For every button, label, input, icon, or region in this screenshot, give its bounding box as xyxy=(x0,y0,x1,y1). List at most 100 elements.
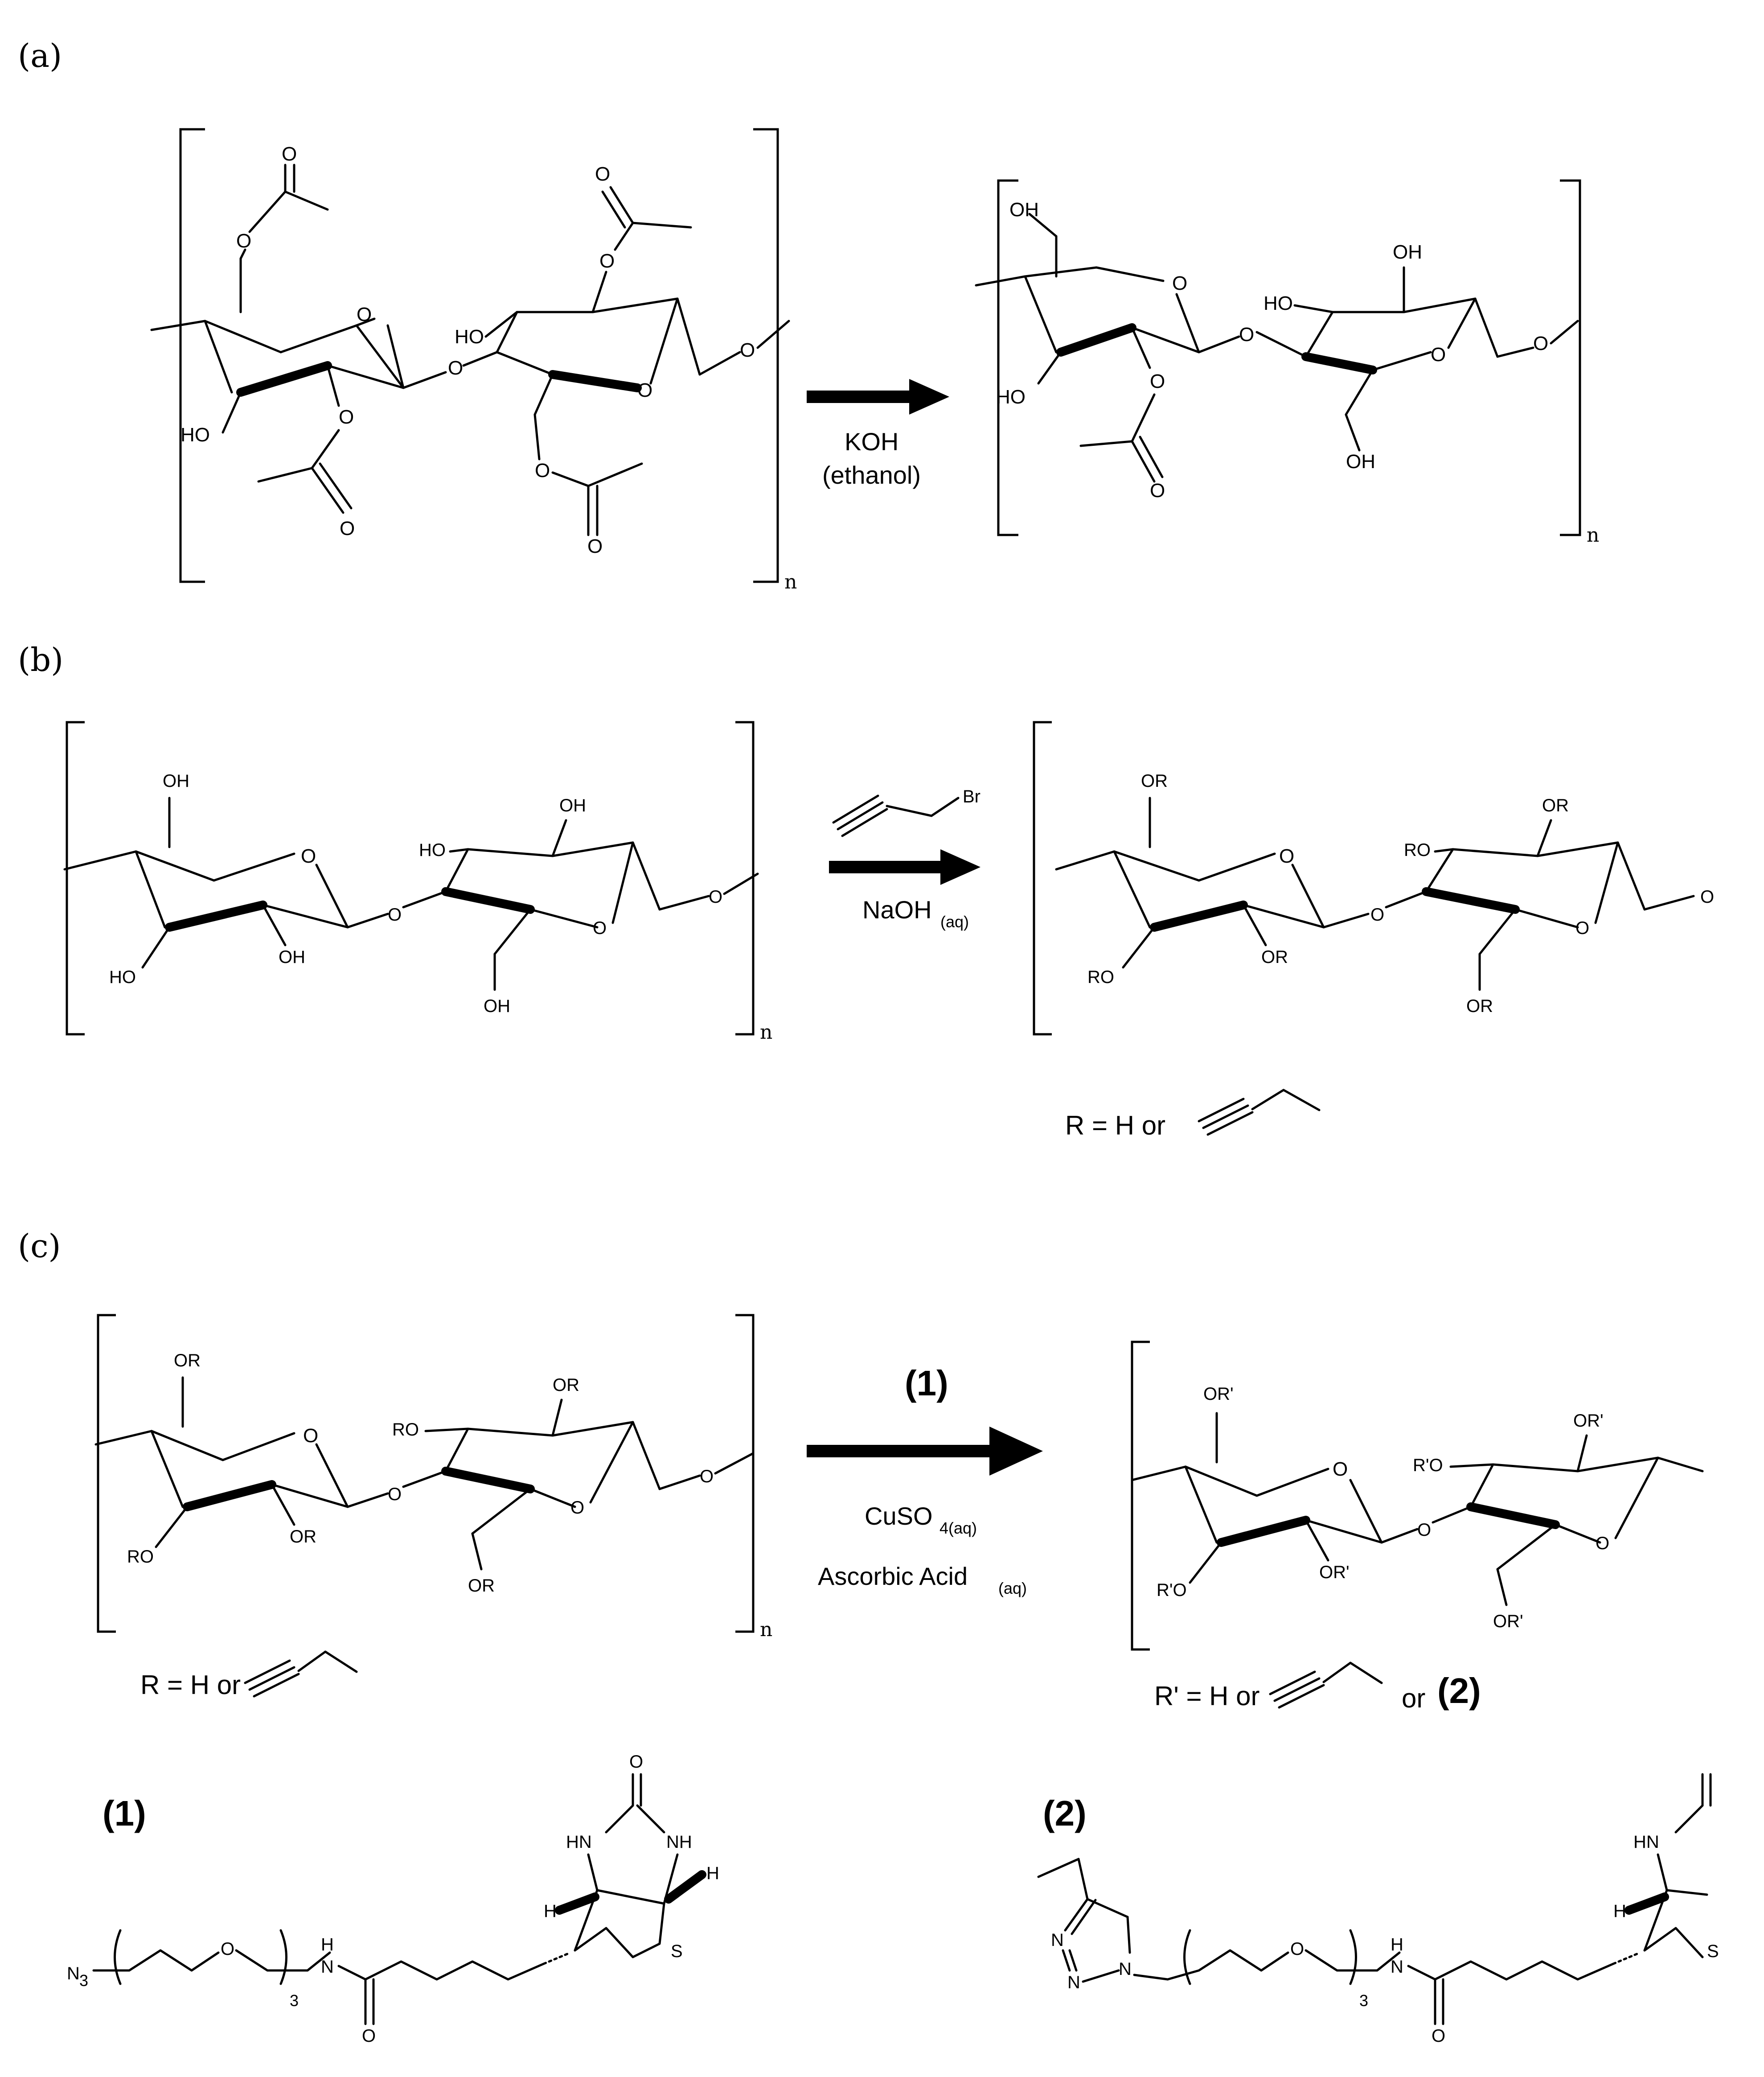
svg-text:R' = H or: R' = H or xyxy=(1154,1681,1260,1711)
r-definition-c: R = H or xyxy=(140,1650,358,1700)
svg-text:S: S xyxy=(1707,1941,1719,1961)
compound-2-label: (2) xyxy=(1043,1793,1087,1833)
svg-text:RO: RO xyxy=(127,1547,154,1567)
svg-text:HN: HN xyxy=(1633,1832,1659,1852)
svg-text:OH: OH xyxy=(1346,451,1375,473)
svg-text:OR: OR xyxy=(553,1375,579,1395)
svg-text:OR': OR' xyxy=(1573,1411,1604,1431)
compound-1-biotin-peg-azide: (1) N 3 3 O H N O S HN O NH H H xyxy=(67,1752,719,2046)
svg-text:O: O xyxy=(301,845,316,867)
svg-text:O: O xyxy=(700,1467,714,1486)
svg-text:O: O xyxy=(1150,370,1165,392)
reagent-naoh: NaOH xyxy=(862,896,932,924)
svg-text:O: O xyxy=(570,1498,584,1518)
svg-text:HO: HO xyxy=(419,840,446,860)
peg-paren-left xyxy=(114,1929,122,1985)
reagent-ascorbic-acid: Ascorbic Acid xyxy=(818,1562,968,1590)
svg-text:OR: OR xyxy=(1141,771,1168,791)
reaction-arrow-b: Br NaOH (aq) xyxy=(829,787,980,931)
svg-text:O: O xyxy=(595,163,610,185)
svg-text:O: O xyxy=(1290,1939,1304,1959)
svg-text:N: N xyxy=(67,1964,80,1983)
svg-text:O: O xyxy=(1596,1534,1609,1553)
svg-text:O: O xyxy=(593,918,607,938)
svg-text:O: O xyxy=(388,905,402,925)
panel-b-label: (b) xyxy=(18,641,63,679)
propargylated-cellulose-b: O OR RO OR O O RO OR OR xyxy=(1055,771,1714,1016)
svg-text:O: O xyxy=(221,1939,234,1959)
svg-text:OH: OH xyxy=(279,947,305,967)
svg-text:O: O xyxy=(236,230,251,252)
svg-text:4(aq): 4(aq) xyxy=(939,1519,977,1537)
svg-text:HO: HO xyxy=(455,326,484,348)
svg-text:OR': OR' xyxy=(1493,1612,1523,1631)
svg-text:R = H or: R = H or xyxy=(140,1670,241,1700)
reaction-arrow-c: (1) CuSO 4(aq) Ascorbic Acid (aq) xyxy=(807,1363,1043,1597)
svg-text:O: O xyxy=(340,518,355,539)
svg-text:H: H xyxy=(1613,1901,1626,1921)
svg-text:OH: OH xyxy=(163,771,189,791)
svg-text:OR: OR xyxy=(468,1576,495,1596)
svg-text:O: O xyxy=(1575,918,1589,938)
panel-b: (b) n O OH HO OH O xyxy=(18,641,1714,1140)
svg-text:OR: OR xyxy=(290,1527,316,1546)
svg-text:HN: HN xyxy=(566,1832,592,1852)
reaction-arrow-a: KOH (ethanol) xyxy=(807,379,949,489)
svg-text:OH: OH xyxy=(484,996,510,1016)
svg-text:H: H xyxy=(321,1935,334,1954)
svg-text:O: O xyxy=(1432,2026,1445,2046)
peg-paren-right xyxy=(279,1929,287,1985)
bracket-right xyxy=(753,128,779,583)
svg-text:H: H xyxy=(1391,1935,1403,1954)
svg-text:NH: NH xyxy=(666,1832,692,1852)
svg-text:O: O xyxy=(599,250,615,272)
svg-text:OH: OH xyxy=(1393,241,1422,263)
svg-text:RO: RO xyxy=(1404,840,1431,860)
svg-text:N: N xyxy=(1067,1973,1080,1992)
svg-text:3: 3 xyxy=(1359,1991,1368,2010)
repeat-n: n xyxy=(784,571,797,593)
compound-2-triazole-linker: (2) N N N 3 O H N O S HN H xyxy=(1037,1773,1719,2046)
panel-a: (a) n O O O HO xyxy=(18,37,1599,593)
triazole-cellulose-product: O OR' R'O OR' O O R'O OR' xyxy=(1131,1384,1704,1631)
svg-text:3: 3 xyxy=(79,1971,88,1990)
propargylated-cellulose-c-start: O OR RO OR O O RO OR OR xyxy=(94,1351,755,1596)
svg-text:HO: HO xyxy=(1264,292,1293,314)
svg-text:O: O xyxy=(1700,887,1714,907)
svg-text:n: n xyxy=(760,1021,772,1044)
svg-text:N: N xyxy=(1119,1959,1132,1979)
svg-text:O: O xyxy=(1239,324,1254,345)
panel-a-label: (a) xyxy=(18,37,62,74)
svg-text:OR: OR xyxy=(1542,796,1569,815)
svg-text:R = H or: R = H or xyxy=(1065,1110,1165,1140)
r-prime-definition: R' = H or or (2) xyxy=(1154,1662,1481,1713)
svg-text:O: O xyxy=(535,460,550,481)
svg-text:OR': OR' xyxy=(1203,1384,1234,1404)
svg-text:OR: OR xyxy=(1261,947,1288,967)
svg-text:O: O xyxy=(388,1485,402,1504)
bromine-label: Br xyxy=(963,787,980,806)
acetylated-glucose-ring-1: O O O HO O O O xyxy=(150,143,498,539)
svg-text:O: O xyxy=(1279,845,1294,867)
ring-oxygen: O xyxy=(357,304,372,325)
svg-text:O: O xyxy=(1172,272,1187,294)
svg-text:O: O xyxy=(587,535,603,557)
svg-text:or: or xyxy=(1402,1683,1425,1713)
acetylated-glucose-ring-2: O HO O O O O O xyxy=(455,163,790,557)
svg-text:S: S xyxy=(671,1941,683,1961)
svg-text:OR': OR' xyxy=(1319,1563,1350,1582)
deacetylated-cellulose-unit: O OH HO O O O O HO xyxy=(975,199,1579,502)
reagent-koh: KOH xyxy=(845,428,898,456)
svg-text:O: O xyxy=(1417,1520,1431,1540)
reagent-compound-1: (1) xyxy=(905,1363,948,1403)
bracket-left xyxy=(179,128,205,583)
svg-text:n: n xyxy=(1587,524,1599,547)
svg-text:(2): (2) xyxy=(1437,1671,1481,1711)
svg-text:O: O xyxy=(339,406,354,428)
compound-1-label: (1) xyxy=(103,1793,146,1833)
svg-text:OH: OH xyxy=(559,796,586,815)
bracket-right-product-a xyxy=(1560,179,1581,536)
reagent-cuso4: CuSO xyxy=(865,1502,933,1530)
svg-text:R'O: R'O xyxy=(1413,1456,1443,1475)
